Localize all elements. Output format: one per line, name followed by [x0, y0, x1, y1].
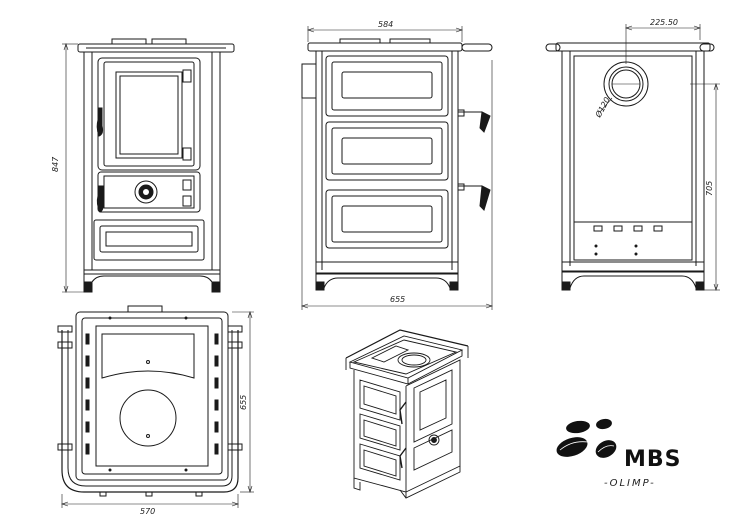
mbs-logo-mark — [556, 418, 617, 458]
dim-front-height: 847 — [51, 156, 60, 172]
dim-top-width: 570 — [140, 507, 155, 516]
dim-back-offset: 225.50 — [650, 18, 678, 27]
front-view — [62, 38, 235, 293]
brand-name: MBS — [624, 447, 682, 472]
back-view — [545, 24, 720, 291]
dim-back-height: 705 — [705, 181, 714, 196]
side-view — [301, 26, 493, 310]
dim-top-depth: 655 — [239, 395, 248, 410]
dim-side-top-width: 584 — [378, 20, 393, 29]
isometric-view — [345, 329, 469, 499]
dim-flue-diameter: Ø120 — [592, 95, 611, 120]
top-view — [57, 305, 254, 508]
dim-side-bottom-width: 655 — [390, 295, 405, 304]
model-name: -OLIMP- — [604, 478, 656, 489]
